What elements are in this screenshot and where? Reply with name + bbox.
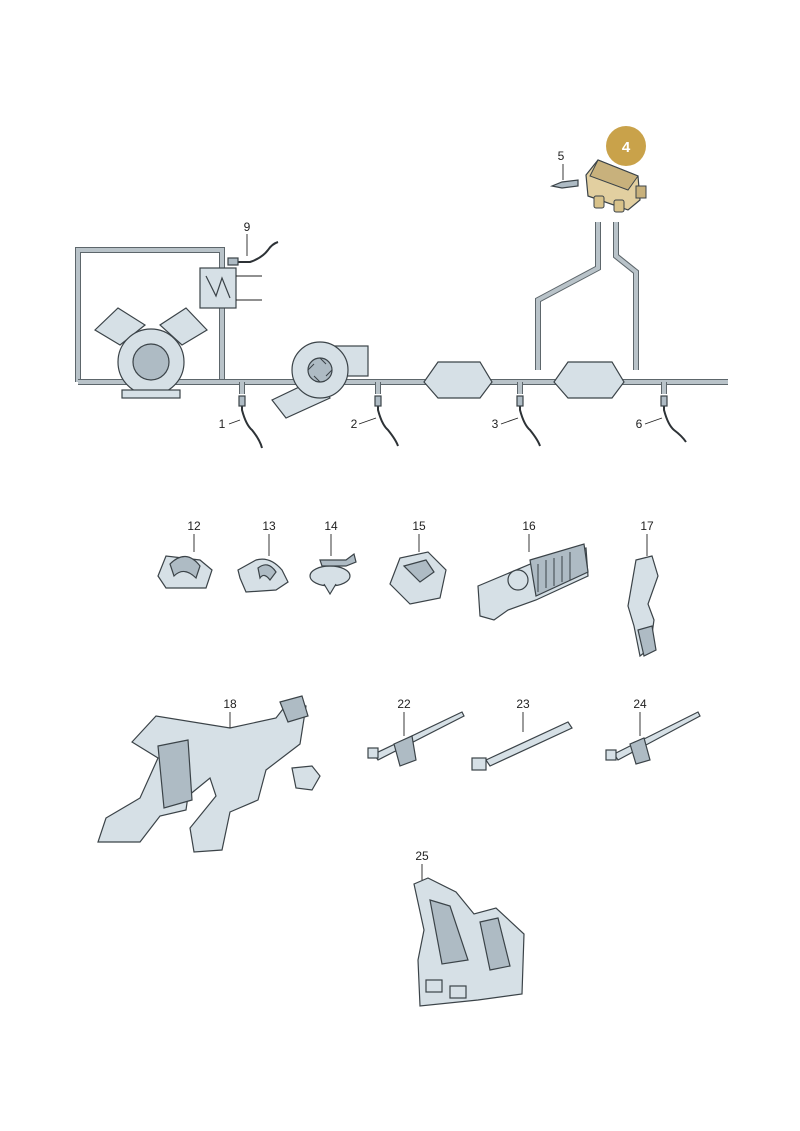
- label-18: 18: [223, 697, 237, 711]
- catalytic-converter-illustration: [423, 361, 493, 399]
- cable-holder-part-17[interactable]: [627, 534, 659, 658]
- particulate-filter-illustration: [553, 361, 625, 399]
- clamp-part-13[interactable]: [237, 534, 289, 593]
- label-9: 9: [244, 220, 251, 234]
- clip-part-12[interactable]: [157, 534, 213, 589]
- cable-tie-part-22[interactable]: [367, 711, 465, 767]
- label-2: 2: [351, 417, 358, 431]
- label-22: 22: [397, 697, 411, 711]
- label-6: 6: [636, 417, 643, 431]
- label-16: 16: [522, 519, 536, 533]
- label-13: 13: [262, 519, 276, 533]
- label-14: 14: [324, 519, 338, 533]
- label-5: 5: [558, 149, 565, 163]
- temperature-sensor-probes: [227, 234, 687, 449]
- engine-illustration: [94, 307, 208, 399]
- bolt-part-5[interactable]: [549, 164, 579, 189]
- label-17: 17: [640, 519, 654, 533]
- pressure-sensor-part-4[interactable]: [585, 159, 647, 213]
- turbocharger-illustration: [271, 341, 369, 419]
- push-clip-part-14[interactable]: [309, 534, 357, 596]
- bracket-part-16[interactable]: [477, 534, 589, 621]
- highlight-badge: 4: [606, 126, 646, 166]
- label-3: 3: [492, 417, 499, 431]
- label-15: 15: [412, 519, 426, 533]
- large-bracket-part-18[interactable]: [97, 695, 321, 853]
- label-12: 12: [187, 519, 201, 533]
- label-4: 4: [622, 139, 631, 156]
- label-24: 24: [633, 697, 647, 711]
- holder-bracket-part-25[interactable]: [413, 864, 525, 1007]
- heat-exchanger-illustration: [199, 267, 262, 309]
- label-25: 25: [415, 849, 429, 863]
- label-23: 23: [516, 697, 530, 711]
- cable-tie-part-24[interactable]: [605, 711, 701, 765]
- cable-tie-part-23[interactable]: [471, 712, 573, 771]
- exhaust-schematic: [75, 222, 728, 394]
- label-1: 1: [219, 417, 226, 431]
- holder-part-15[interactable]: [389, 534, 447, 605]
